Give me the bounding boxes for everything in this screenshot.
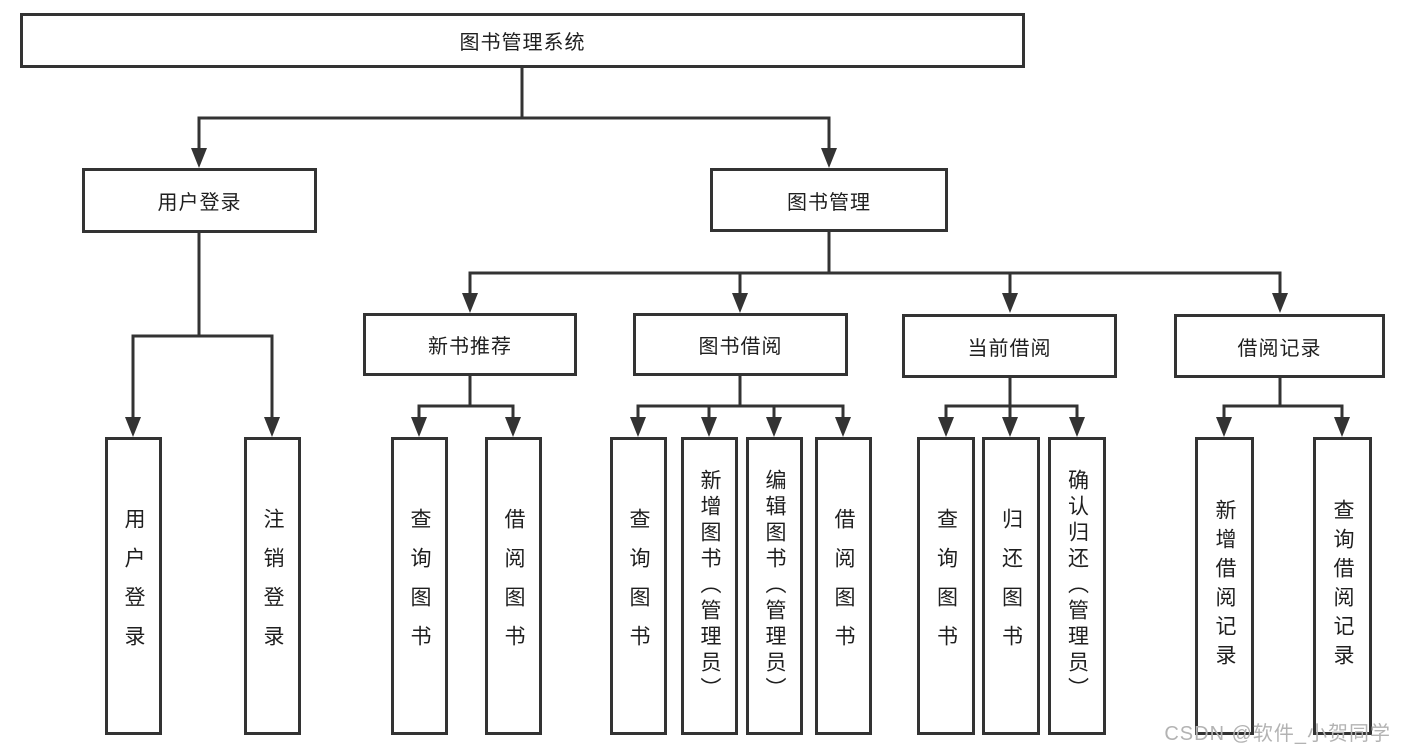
diagram-node-label: 查询图书 xyxy=(408,508,431,664)
diagram-node-label: 当前借阅 xyxy=(967,337,1052,360)
diagram-node-add-books-admin: 新增图书（管理员） xyxy=(681,437,738,735)
diagram-node-label: 新增图书（管理员） xyxy=(698,469,721,703)
diagram-node-borrow-books-recommend: 借阅图书 xyxy=(485,437,542,735)
diagram-node-query-books-recommend: 查询图书 xyxy=(391,437,448,735)
diagram-node-user-login-group: 用户登录 xyxy=(82,168,317,233)
diagram-node-user-login: 用户登录 xyxy=(105,437,162,735)
diagram-node-book-borrowing: 图书借阅 xyxy=(633,313,848,376)
diagram-node-current-borrowing: 当前借阅 xyxy=(902,314,1117,378)
diagram-node-label: 用户登录 xyxy=(157,192,242,214)
diagram-node-confirm-return-admin: 确认归还（管理员） xyxy=(1048,437,1106,735)
diagram-node-label: 注销登录 xyxy=(261,508,284,664)
diagram-node-label: 图书管理系统 xyxy=(459,32,586,54)
diagram-node-label: 查询借阅记录 xyxy=(1331,499,1354,673)
diagram-node-query-borrow-record: 查询借阅记录 xyxy=(1313,437,1372,735)
diagram-node-label: 借阅图书 xyxy=(502,508,525,664)
diagram-node-book-management: 图书管理 xyxy=(710,168,948,232)
diagram-node-label: 归还图书 xyxy=(999,508,1023,664)
diagram-node-label: 用户登录 xyxy=(122,508,145,664)
diagram-node-label: 编辑图书（管理员） xyxy=(763,469,786,703)
diagram-node-new-book-recommend: 新书推荐 xyxy=(363,313,577,376)
diagram-node-query-books-current: 查询图书 xyxy=(917,437,975,735)
diagram-node-borrowing-records: 借阅记录 xyxy=(1174,314,1385,378)
diagram-node-label: 借阅记录 xyxy=(1237,337,1322,360)
diagram-node-query-books-borrow: 查询图书 xyxy=(610,437,667,735)
diagram-node-borrow-books: 借阅图书 xyxy=(815,437,872,735)
diagram-node-label: 图书借阅 xyxy=(698,336,783,358)
diagram-node-label: 图书管理 xyxy=(787,191,871,214)
diagram-node-label: 查询图书 xyxy=(627,508,650,664)
diagram-node-add-borrow-record: 新增借阅记录 xyxy=(1195,437,1254,735)
diagram-node-label: 确认归还（管理员） xyxy=(1065,469,1089,703)
diagram-node-return-books: 归还图书 xyxy=(982,437,1040,735)
diagram-node-edit-books-admin: 编辑图书（管理员） xyxy=(746,437,803,735)
diagram-node-label: 新增借阅记录 xyxy=(1213,499,1236,673)
diagram-node-logout: 注销登录 xyxy=(244,437,301,735)
csdn-watermark: CSDN @软件_小贺同学 xyxy=(1164,723,1391,745)
diagram-node-label: 借阅图书 xyxy=(832,508,855,664)
diagram-node-label: 新书推荐 xyxy=(428,336,512,358)
diagram-node-root: 图书管理系统 xyxy=(20,13,1025,68)
diagram-node-label: 查询图书 xyxy=(934,508,958,664)
